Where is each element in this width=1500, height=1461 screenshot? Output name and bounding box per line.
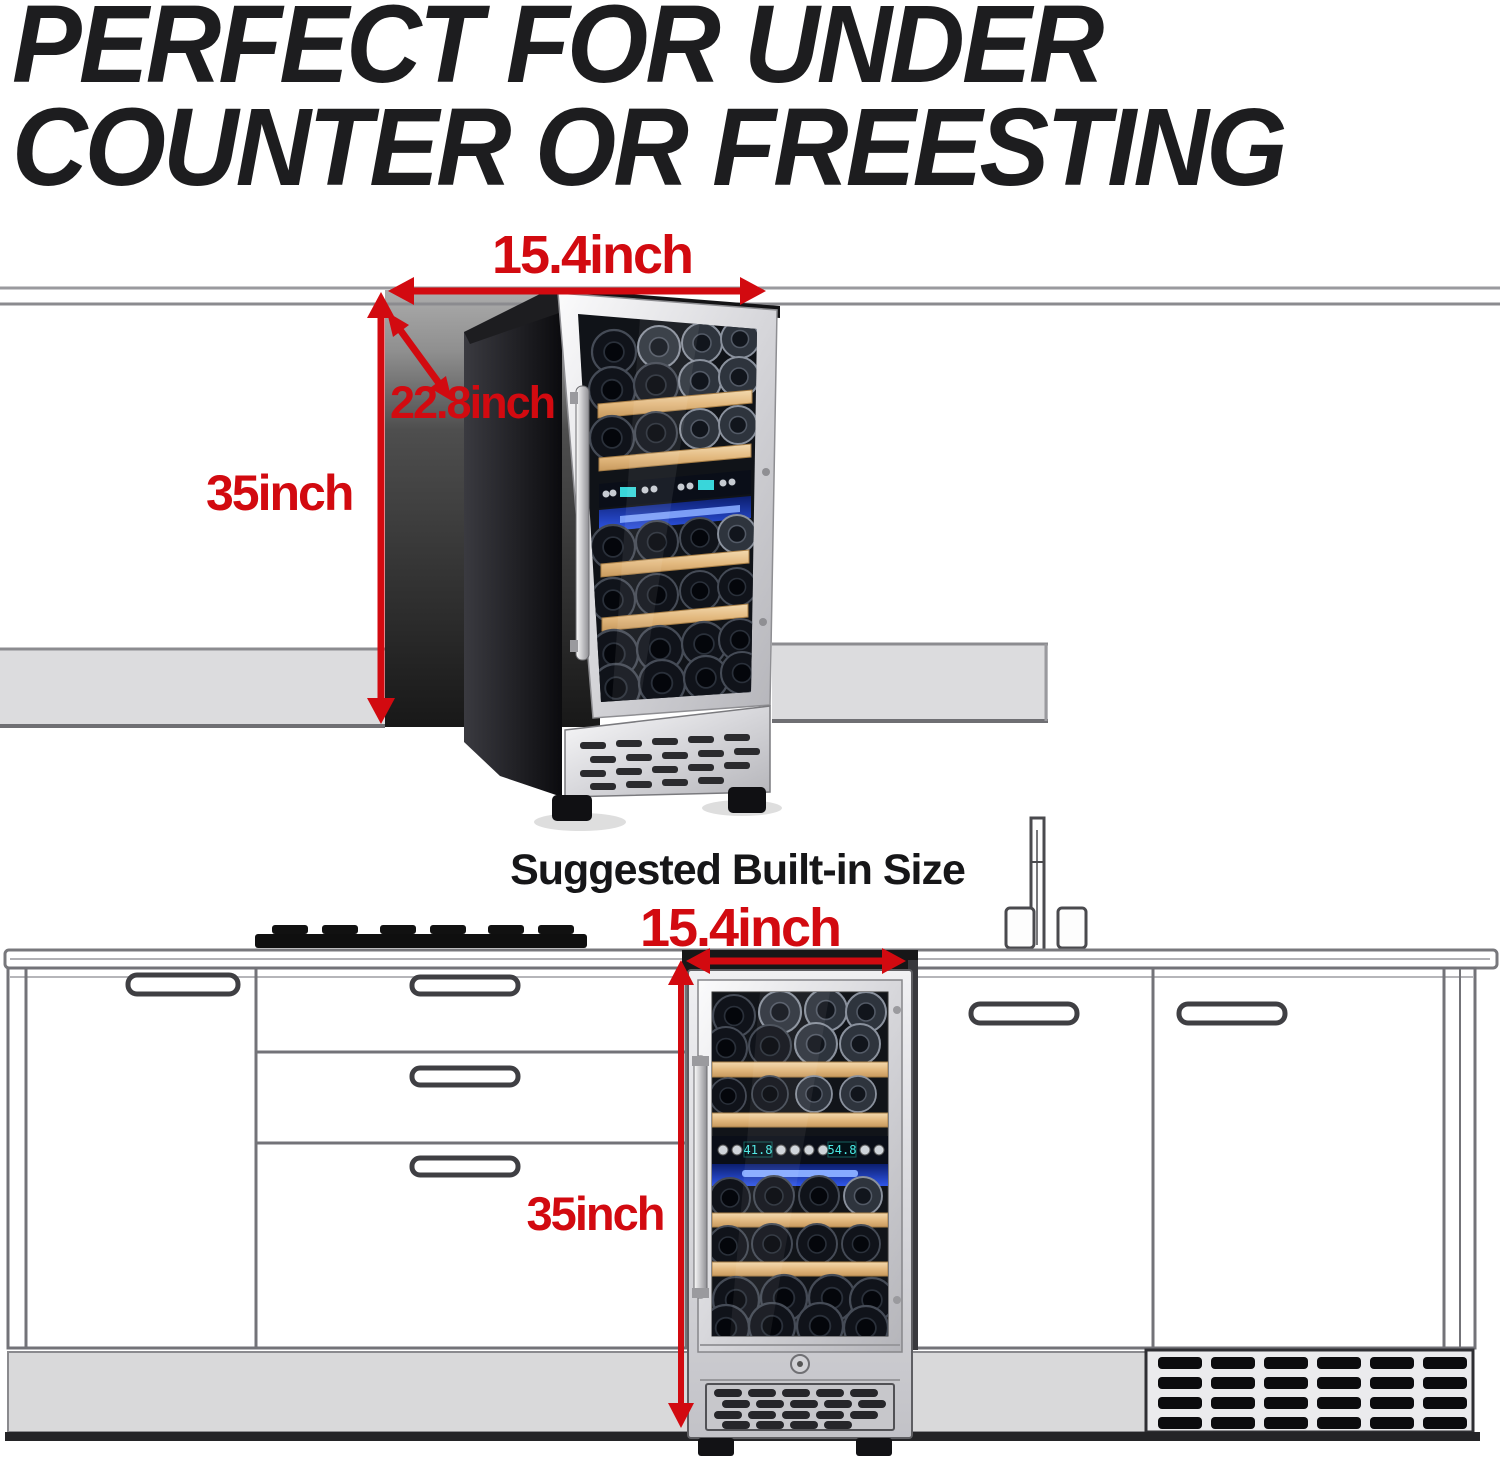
dimension-arrow-height-bottom — [668, 960, 694, 1428]
headline-line-2: COUNTER OR FREESTING — [12, 86, 1287, 209]
built-in-size-heading: Suggested Built-in Size — [510, 846, 966, 894]
door-handle-top-cooler — [570, 385, 590, 661]
bottom-width-label: 15.4inch — [639, 898, 842, 958]
dimension-arrow-depth-top — [387, 312, 452, 401]
door-lock — [790, 1354, 810, 1374]
vent-grille-toe-kick — [1144, 1348, 1475, 1434]
temp-display-left: 41.8 — [744, 1143, 773, 1157]
cooler-front-interior: 41.8 54.8 — [712, 992, 888, 1336]
door-handle-front-cooler — [692, 1055, 709, 1299]
cabinet-handles — [125, 972, 1288, 1178]
dimension-arrow-width-top — [388, 277, 766, 305]
wine-cooler-front: 41.8 54.8 — [682, 950, 918, 1456]
cooler-top-interior — [587, 318, 757, 702]
headline-line-1: PERFECT FOR UNDER — [12, 0, 1104, 106]
cooktop — [255, 925, 587, 948]
top-height-label: 35inch — [206, 465, 354, 521]
faucet — [1004, 816, 1088, 952]
baseboard-right — [772, 642, 1048, 723]
top-width-label: 15.4inch — [491, 225, 694, 285]
bottom-height-label: 35inch — [526, 1187, 666, 1240]
vent-grille-top-cooler — [564, 705, 771, 798]
dimension-arrow-height-top — [367, 292, 395, 724]
toe-kick — [5, 1348, 1480, 1441]
top-depth-label: 22.8inch — [390, 377, 556, 428]
temp-display-right: 54.8 — [828, 1143, 857, 1157]
vent-grille-front-cooler — [705, 1383, 895, 1431]
wine-cooler-3d — [464, 288, 782, 831]
dimension-arrow-width-bottom — [686, 948, 906, 974]
baseboard-left — [0, 647, 385, 728]
